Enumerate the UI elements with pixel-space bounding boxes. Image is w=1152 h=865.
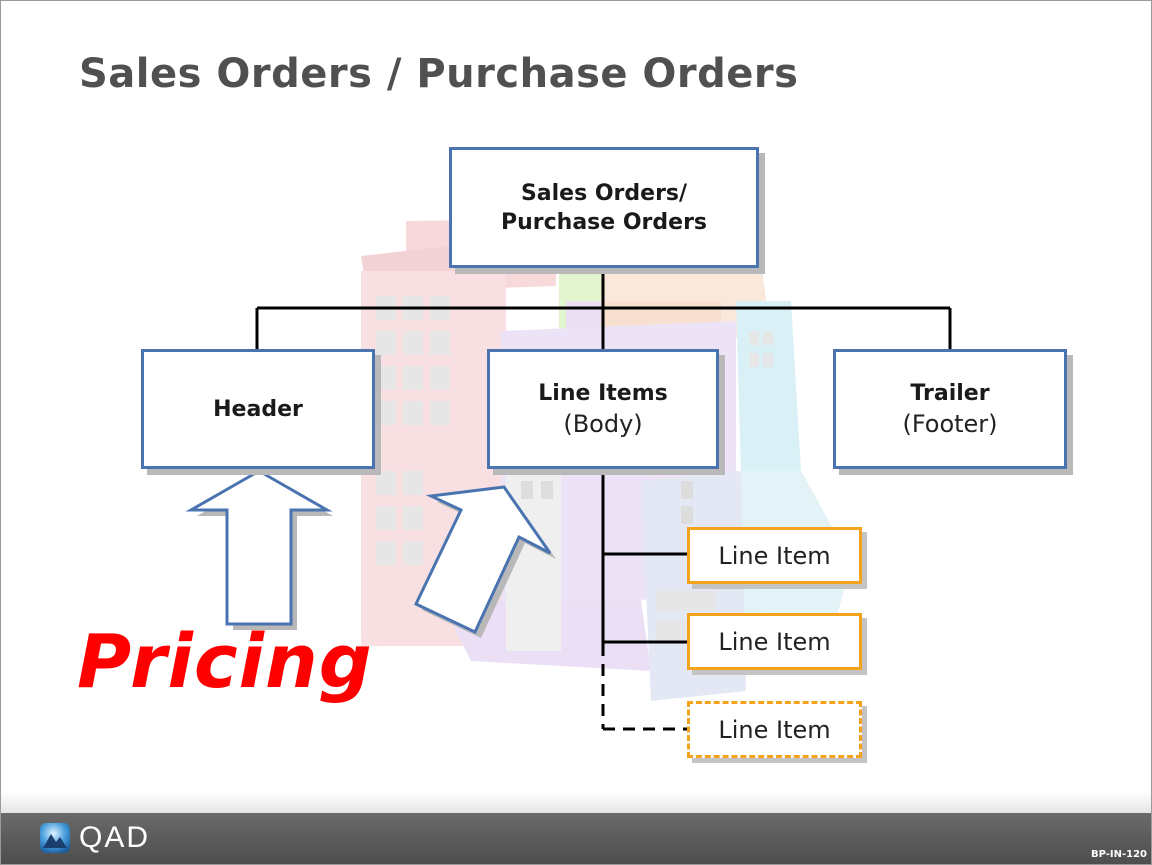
node-root-line2: Purchase Orders	[500, 209, 708, 235]
line-item-label: Line Item	[718, 541, 831, 570]
connector-lines	[255, 268, 952, 731]
node-trailer-label: Trailer	[910, 380, 990, 406]
node-header: Header	[141, 349, 375, 469]
slide-title: Sales Orders / Purchase Orders	[79, 51, 799, 97]
footer-fade	[1, 791, 1151, 813]
slide-code: BP-IN-120	[1090, 849, 1147, 860]
up-arrow-icon	[185, 469, 333, 630]
node-line-items-label: Line Items	[538, 380, 668, 406]
line-item-label: Line Item	[718, 627, 831, 656]
node-trailer: Trailer (Footer)	[833, 349, 1067, 469]
line-item-label: Line Item	[718, 715, 831, 744]
node-trailer-sub: (Footer)	[902, 409, 998, 438]
footer-bar: QAD BP-IN-120	[1, 813, 1151, 864]
diagonal-arrow-icon	[413, 485, 556, 638]
qad-logo-text: QAD	[79, 821, 151, 854]
line-item-box: Line Item	[687, 527, 862, 584]
line-item-box: Line Item	[687, 613, 862, 670]
node-root-line1: Sales Orders/	[520, 180, 688, 206]
node-line-items: Line Items (Body)	[487, 349, 719, 469]
qad-logo: QAD	[39, 821, 150, 855]
pricing-callout: Pricing	[77, 619, 373, 705]
qad-logo-icon	[40, 823, 70, 853]
node-header-label: Header	[213, 396, 303, 422]
line-item-box-optional: Line Item	[687, 701, 862, 758]
node-line-items-sub: (Body)	[563, 409, 643, 438]
node-root: Sales Orders/ Purchase Orders	[449, 147, 759, 268]
